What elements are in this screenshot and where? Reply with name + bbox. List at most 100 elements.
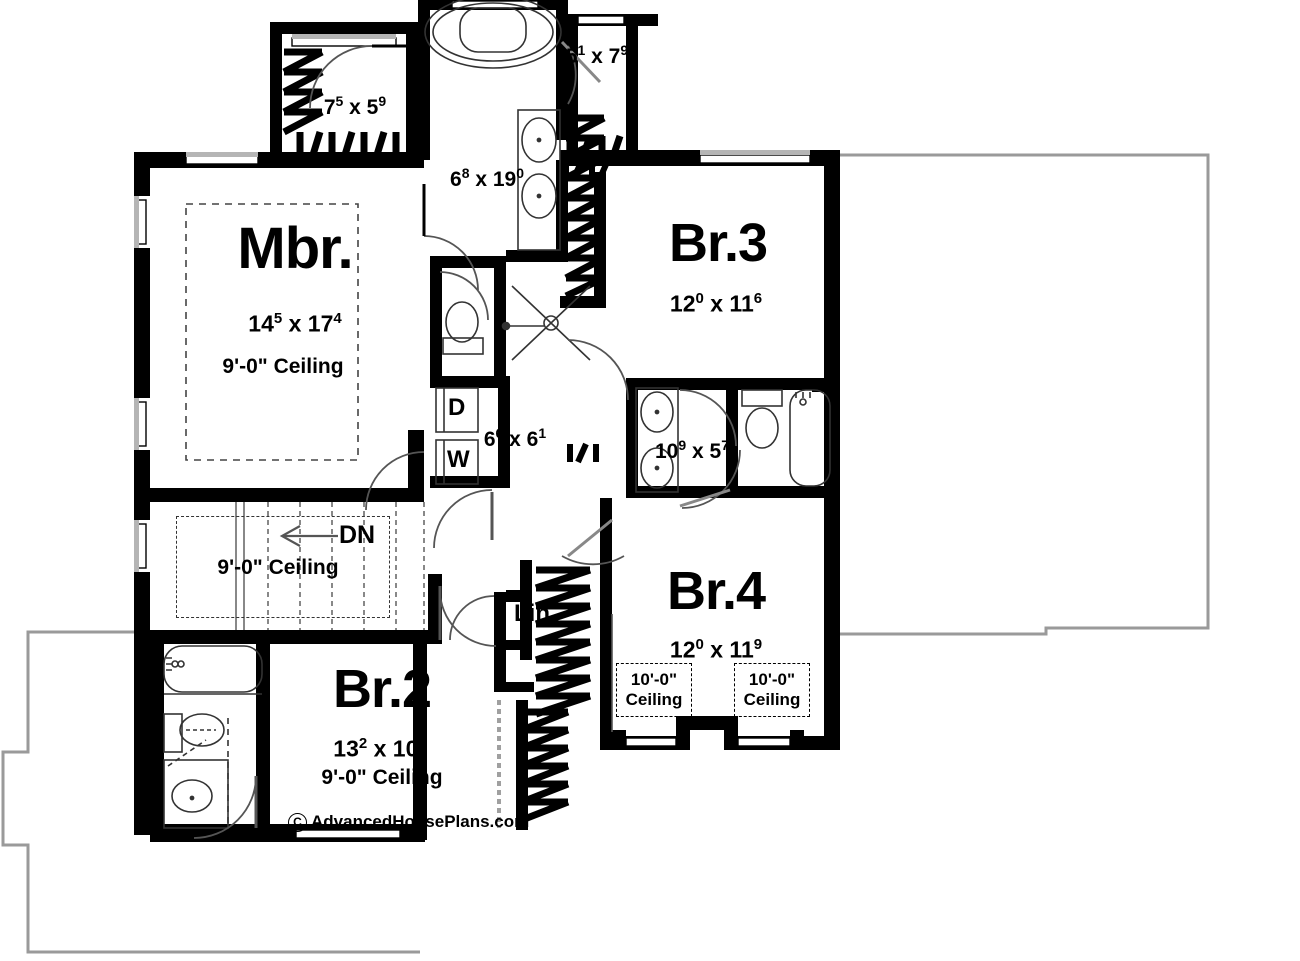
room-label-br2: Br.2 bbox=[332, 659, 432, 719]
jj-dim-height: 5 bbox=[709, 440, 722, 463]
room-dim-mbr: 145 x 174 bbox=[248, 310, 341, 338]
br2-dim-width-sup: 2 bbox=[358, 735, 368, 752]
br2-tub bbox=[163, 645, 263, 693]
copyright-text: AdvancedHousePlans.com bbox=[311, 812, 530, 831]
closet-right-dim-height: 7 bbox=[608, 45, 621, 68]
master-vanity bbox=[517, 109, 561, 251]
br3-dim-width-sup: 0 bbox=[695, 290, 704, 307]
dim-x-separator: x bbox=[373, 735, 393, 762]
closet-shelving-linen bbox=[534, 566, 592, 718]
laundry-dim-width-sup: 6 bbox=[495, 425, 504, 441]
roof-outline-right bbox=[838, 153, 1210, 636]
br2-dim-height: 10 bbox=[392, 735, 419, 762]
jj-tub bbox=[789, 389, 831, 487]
closet-left-dim-width-sup: 5 bbox=[335, 93, 344, 109]
dim-x-separator: x bbox=[692, 440, 710, 463]
mbr-tray-outline bbox=[185, 203, 359, 461]
window-sills bbox=[134, 34, 810, 572]
closet-shelving-mbr-left bbox=[282, 48, 324, 136]
master-bath-dim-width: 6 bbox=[450, 168, 462, 191]
room-label-mbr: Mbr. bbox=[237, 216, 353, 281]
laundry-dim-width: 6 bbox=[483, 428, 496, 451]
closet-left-dim-height-sup: 9 bbox=[378, 93, 387, 109]
door-panels bbox=[254, 492, 494, 828]
br2-dim-height-sup: 4 bbox=[418, 735, 427, 752]
stair-direction-label: DN bbox=[339, 521, 376, 549]
closet-right-dim-height-sup: 9 bbox=[620, 42, 629, 58]
br4-dim-width: 12 bbox=[669, 636, 696, 663]
br2-vanity bbox=[163, 759, 229, 829]
dim-x-separator: x bbox=[349, 96, 367, 119]
jj-toilet-tank bbox=[741, 389, 783, 407]
windows bbox=[137, 0, 811, 839]
jj-dim-width-sup: 9 bbox=[678, 437, 687, 453]
dim-mbr-closet-left: 75 x 59 bbox=[324, 93, 386, 120]
master-toilet bbox=[445, 301, 479, 343]
closet-shelving-topright bbox=[568, 134, 624, 162]
lower-stairs bbox=[497, 700, 501, 828]
dim-x-separator: x bbox=[288, 310, 308, 337]
mbr-dim-width: 14 bbox=[248, 310, 274, 337]
stairs-ceiling-outline bbox=[176, 516, 390, 618]
ceiling-note-stairs: 9'-0" Ceiling bbox=[217, 556, 339, 579]
master-tub bbox=[424, 0, 562, 69]
br2-toilet bbox=[179, 713, 225, 747]
copyright-notice: C AdvancedHousePlans.com bbox=[288, 812, 529, 832]
dim-x-separator: x bbox=[475, 168, 493, 191]
ceiling-note-br4-right: 10'-0" Ceiling bbox=[734, 663, 810, 717]
closet-shelving-laundry-stub bbox=[567, 442, 599, 464]
closet-right-dim-width: 5 bbox=[565, 45, 578, 68]
door-swings bbox=[193, 40, 741, 839]
dim-x-separator: x bbox=[710, 636, 730, 663]
master-bath-dim-height: 19 bbox=[492, 168, 517, 191]
closet-left-dim-width: 7 bbox=[323, 96, 336, 119]
closet-shelving-mbr-bottom bbox=[296, 130, 420, 160]
closet-right-dim-width-sup: 1 bbox=[577, 42, 586, 58]
dim-x-separator: x bbox=[710, 290, 730, 317]
ceiling-note-br4-left: 10'-0" Ceiling bbox=[616, 663, 692, 717]
ceiling-note-br2: 9'-0" Ceiling bbox=[321, 766, 443, 789]
br3-dim-width: 12 bbox=[669, 290, 696, 317]
dim-x-separator: x bbox=[509, 428, 527, 451]
room-label-br4: Br.4 bbox=[666, 561, 766, 621]
room-label-br3: Br.3 bbox=[668, 213, 768, 273]
master-bath-dim-height-sup: 0 bbox=[516, 165, 524, 181]
closet-shelving-mbrbath-stub bbox=[563, 158, 611, 180]
room-dim-br3: 120 x 116 bbox=[670, 290, 762, 318]
mbr-dim-height: 17 bbox=[307, 310, 334, 337]
br2-dim-width: 13 bbox=[333, 735, 359, 762]
room-dim-br2: 132 x 104 bbox=[333, 735, 426, 763]
jj-dim-width: 10 bbox=[655, 440, 679, 463]
master-toilet-tank bbox=[442, 337, 484, 355]
br4-right-ceiling-word: Ceiling bbox=[743, 690, 801, 709]
washer-unit bbox=[435, 439, 479, 485]
br4-right-ceiling-height: 10'-0" bbox=[748, 670, 796, 690]
ceiling-note-mbr: 9'-0" Ceiling bbox=[222, 355, 344, 378]
dim-laundry: 66 x 61 bbox=[484, 425, 546, 452]
roof-outline-left bbox=[1, 630, 420, 954]
jj-dim-height-sup: 7 bbox=[721, 437, 729, 453]
laundry-dim-height: 6 bbox=[526, 428, 539, 451]
copyright-icon: C bbox=[288, 812, 307, 832]
br4-dim-height: 11 bbox=[729, 636, 754, 663]
closet-shelving-br2 bbox=[520, 708, 570, 824]
br4-dim-height-sup: 9 bbox=[753, 636, 763, 653]
mbr-dim-width-sup: 5 bbox=[273, 310, 283, 327]
br2-toilet-tank bbox=[163, 713, 183, 753]
appliance-label-dryer: D bbox=[448, 394, 466, 421]
br3-dim-height: 11 bbox=[729, 290, 754, 317]
closet-left-dim-height: 5 bbox=[366, 96, 379, 119]
br4-left-ceiling-height: 10'-0" bbox=[630, 670, 678, 690]
appliance-label-washer: W bbox=[447, 446, 470, 473]
dim-x-separator: x bbox=[591, 45, 609, 68]
main-stairs bbox=[235, 502, 425, 630]
jj-vanity bbox=[635, 387, 679, 493]
fixtures bbox=[163, 0, 831, 829]
stair-direction-arrow bbox=[279, 525, 338, 547]
br4-left-ceiling-word: Ceiling bbox=[625, 690, 683, 709]
br3-dim-height-sup: 6 bbox=[753, 290, 763, 307]
room-dim-br4: 120 x 119 bbox=[670, 636, 762, 664]
br4-dim-width-sup: 0 bbox=[695, 636, 704, 653]
dim-mbr-closet-right: 51 x 79 bbox=[566, 42, 628, 69]
